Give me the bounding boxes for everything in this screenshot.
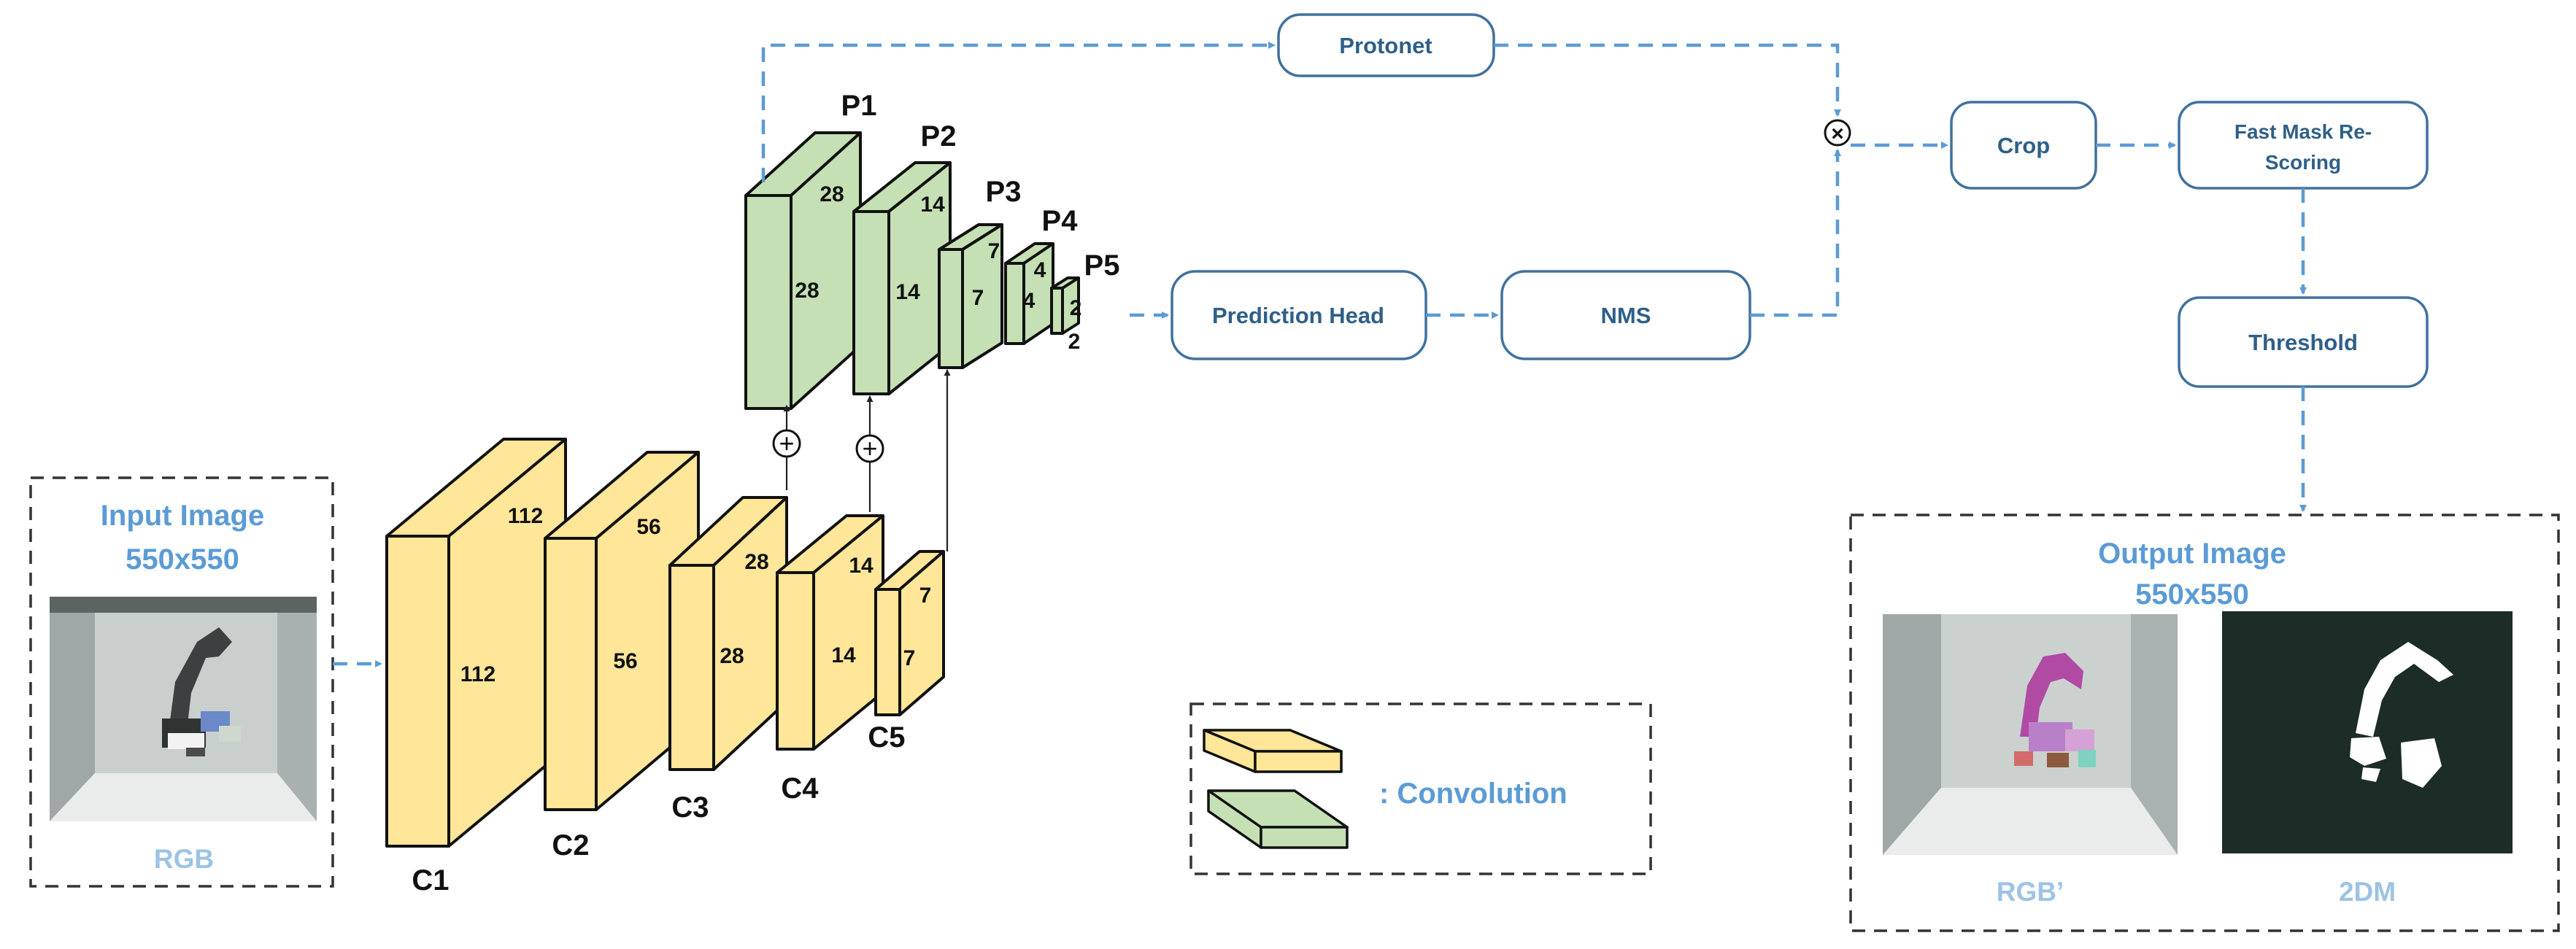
pyramid-p2-depth-label: 14 xyxy=(920,193,945,217)
input-frame xyxy=(29,476,334,888)
encoder-c1-height-label: 112 xyxy=(460,662,495,686)
encoder-c2-depth-label: 56 xyxy=(636,515,660,539)
legend-frame xyxy=(1189,702,1652,875)
encoder-c5-height-label: 7 xyxy=(903,646,916,670)
nms-to-multiply-arrow xyxy=(1750,149,1841,317)
encoder-c5-name-label: C5 xyxy=(868,721,905,754)
svg-text:NMS: NMS xyxy=(1601,303,1651,328)
pyramid-p2-name-label: P2 xyxy=(921,120,957,152)
svg-text:Fast Mask Re-: Fast Mask Re- xyxy=(2234,120,2372,143)
input-rgb-photo xyxy=(50,597,317,821)
pyramid-p3-block: 77 P3 xyxy=(938,176,1022,369)
svg-text:Threshold: Threshold xyxy=(2248,330,2358,355)
output-title: Output Image xyxy=(2098,538,2286,570)
node-crop: Crop xyxy=(1950,101,2097,190)
legend-convolution-yellow-icon xyxy=(1203,729,1343,773)
input-image-panel: Input Image 550x550 RGB xyxy=(29,476,334,888)
input-size: 550x550 xyxy=(126,543,239,576)
encoder-c1-name-label: C1 xyxy=(412,864,449,896)
output-caption-mask: 2DM xyxy=(2339,877,2396,907)
pyramid-p2-height-label: 14 xyxy=(895,280,920,304)
svg-text:+: + xyxy=(862,433,877,463)
pyramid-p3-depth-label: 7 xyxy=(988,239,1000,263)
node-threshold: Threshold xyxy=(2178,296,2429,388)
output-image-panel: Output Image 550x550 RGB’ 2DM xyxy=(1849,514,2560,932)
encoder-c4-height-label: 14 xyxy=(831,643,856,667)
encoder-c3-height-label: 28 xyxy=(720,644,744,668)
svg-text:×: × xyxy=(1831,122,1844,146)
pyramid-p5-depth-label: 2 xyxy=(1068,330,1081,354)
encoder-c2-height-label: 56 xyxy=(613,649,637,673)
pyramid-p3-height-label: 7 xyxy=(972,286,984,310)
lateral-connections: + + xyxy=(772,369,951,551)
input-caption: RGB xyxy=(154,844,214,874)
node-nms: NMS xyxy=(1500,270,1751,360)
protonet-to-multiply-arrow xyxy=(1494,43,1841,117)
encoder-c2-name-label: C2 xyxy=(552,829,589,861)
encoder-c5-block: 7 7C5 xyxy=(868,550,945,754)
output-rgb-photo xyxy=(1883,614,2178,855)
svg-text:Protonet: Protonet xyxy=(1339,33,1432,58)
pyramid-p4-depth-label: 4 xyxy=(1034,258,1046,282)
pyramid-p1-depth-label: 28 xyxy=(820,182,844,206)
pyramid-p1-name-label: P1 xyxy=(841,90,877,122)
encoder-c4-name-label: C4 xyxy=(781,772,819,805)
svg-text:Crop: Crop xyxy=(1997,133,2050,158)
encoder-c5-depth-label: 7 xyxy=(919,584,932,608)
legend: : Convolution xyxy=(1189,702,1652,875)
encoder-c1-depth-label: 112 xyxy=(508,504,543,528)
pyramid-p3-name-label: P3 xyxy=(986,176,1022,208)
input-title: Input Image xyxy=(101,500,264,532)
flow-arrows xyxy=(761,42,2307,512)
legend-label: : Convolution xyxy=(1379,778,1567,810)
pyramid-p1-block: 28 28 P1 xyxy=(744,90,877,410)
encoder-c4-depth-label: 14 xyxy=(849,554,874,578)
output-size: 550x550 xyxy=(2135,578,2249,611)
pyramid-p5-height-label: 2 xyxy=(1070,296,1082,320)
multiply-operator: × xyxy=(1824,119,1851,147)
svg-text:Scoring: Scoring xyxy=(2265,151,2341,174)
output-frame xyxy=(1849,514,2560,932)
pyramid-p4-name-label: P4 xyxy=(1042,205,1079,237)
output-2dm-mask xyxy=(2222,611,2513,853)
svg-text:Prediction Head: Prediction Head xyxy=(1212,303,1384,328)
pyramid-p1-height-label: 28 xyxy=(795,279,819,303)
pyramid-p2-block: 14 14 P2 xyxy=(852,120,957,395)
node-prediction-head: Prediction Head xyxy=(1171,270,1427,360)
legend-convolution-green-icon xyxy=(1207,789,1349,849)
node-protonet: Protonet xyxy=(1277,13,1495,77)
svg-text:+: + xyxy=(779,428,794,458)
encoder-c3-name-label: C3 xyxy=(671,791,709,824)
pyramid-p5-name-label: P5 xyxy=(1084,249,1120,282)
add-operator-2: + xyxy=(855,433,884,463)
pyramid-p4-block: 4 4 P4 xyxy=(1004,205,1079,345)
output-caption-rgb: RGB’ xyxy=(1997,877,2064,907)
pyramid-p4-height-label: 4 xyxy=(1023,289,1036,313)
add-operator-1: + xyxy=(772,428,801,458)
node-fast-mask-rescoring: Fast Mask Re- Scoring xyxy=(2178,101,2429,190)
encoder-c3-depth-label: 28 xyxy=(744,550,768,574)
